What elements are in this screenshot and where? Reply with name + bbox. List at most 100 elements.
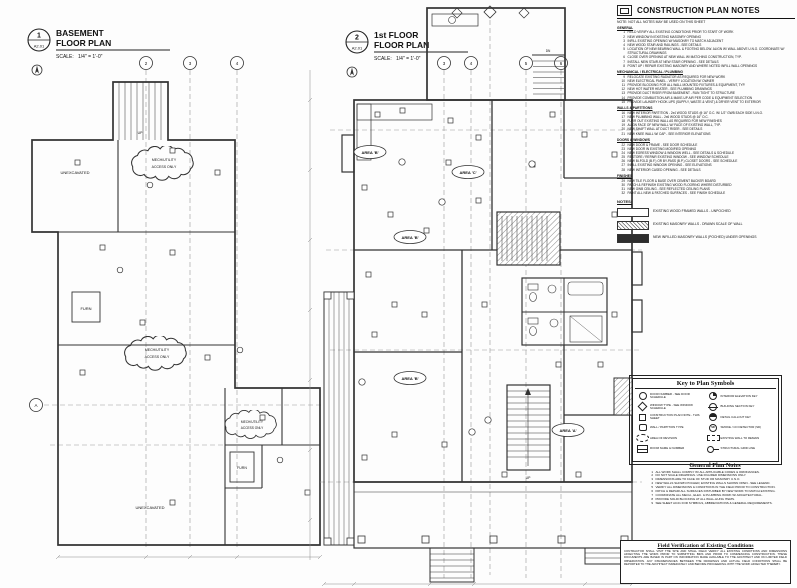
note-number: 28 [621, 167, 626, 172]
key-label: SMOKE / CO DETECTOR (SD) [720, 425, 762, 430]
cloud-label: ACCESS ONLY [241, 426, 264, 430]
basement-grid-bubbles: 2 3 4 A [29, 56, 244, 412]
north-arrow-icon [346, 66, 358, 78]
note-number: 16 [621, 110, 626, 115]
notes-rule [617, 17, 795, 19]
left-bay-window [341, 134, 355, 173]
note-text: FIELD VERIFY ALL EXISTING CONDITIONS PRI… [627, 30, 734, 35]
note-text: PATCH & REFINISH EXISTING WOOD FLOORING … [627, 182, 732, 187]
legend-swatch-masonry [617, 221, 649, 231]
note-number: 9 [651, 500, 653, 505]
basement-title-line2: FLOOR PLAN [56, 38, 111, 48]
cloud-label: MECH/UTILITY [241, 420, 264, 424]
area-tag-label: AREA 'B' [401, 376, 418, 381]
front-porch [353, 481, 633, 549]
note-number: 29 [621, 178, 626, 183]
note-text: ALL WORK SHALL COMPLY W/ ALL APPLICABLE … [655, 469, 760, 474]
basement-dimension-line [55, 554, 323, 560]
note-text: SEE SHEET A0.01 FOR SYMBOLS, ABBREVIATIO… [655, 500, 773, 505]
wall-legend: NOTES: EXISTING WOOD FRAMED WALLS - UNPO… [617, 199, 795, 244]
field-verification-box: Field Verification of Existing Condition… [620, 540, 791, 584]
note-text: NEW PLUMBING WALL - 2x6 WOOD STUDS @ 16"… [627, 114, 709, 119]
note-number: 25 [621, 155, 626, 160]
key-column-left: DOOR NUMBER - SEE DOOR SCHEDULE WINDOW T… [635, 391, 706, 454]
note-number: 6 [623, 55, 625, 60]
room-label-unexcavated: UNEXCAVATED [135, 505, 164, 510]
note-text: PROVIDE SOLID BLOCKING AT ALL WALL-HUNG … [655, 496, 735, 501]
rear-wing: DN [426, 7, 566, 101]
notes-header: CONSTRUCTION PLAN NOTES [617, 5, 795, 16]
note-number: 2 [651, 473, 653, 478]
front-steps [429, 547, 625, 583]
legend-title: NOTES: [617, 199, 633, 205]
note-text: INFILL EXISTING OPENING W/ MASONRY TO MA… [627, 38, 724, 43]
basement-scale-label: SCALE: [56, 54, 74, 60]
grid-bubble-label: 6 [560, 61, 563, 66]
first-keynote-tags [358, 107, 618, 478]
stair-dn-label: DN [546, 49, 551, 53]
note-text: DO NOT SCALE DRAWINGS. USE FIGURED DIMEN… [655, 473, 747, 478]
note-number: 1 [651, 469, 653, 474]
note-number: 7 [651, 492, 653, 497]
note-number: 9 [623, 74, 625, 79]
first-title-line2: FLOOR PLAN [374, 40, 429, 50]
cloud-label: ACCESS ONLY [152, 165, 177, 169]
note-text: ALIGN FACE OF NEW WALL W/ FACE OF EXISTI… [627, 123, 721, 128]
furnace-label: FURN [80, 306, 91, 311]
note-number: 12 [621, 87, 626, 92]
note-number: 3 [651, 477, 653, 482]
note-number: 13 [621, 91, 626, 96]
note-number: 1 [623, 30, 625, 35]
legend-swatch-new-infill [617, 234, 649, 244]
basement-title-block: 1 A2.01 BASEMENT FLOOR PLAN SCALE: 1/4" … [27, 28, 170, 76]
lower-stair: UP [506, 384, 551, 480]
notes-section-heading: WALLS & PARTITIONS [617, 106, 653, 111]
legend-row: NEW INFILLED MASONRY WALLS (POCHED) UNDE… [617, 234, 795, 244]
note-text: INFILL EXISTING WINDOW OPENING - SEE ELE… [627, 163, 712, 168]
note-text: NEW WOOD STAIR AND RAILINGS - SEE DETAIL… [627, 42, 702, 47]
note-number: 6 [651, 488, 653, 493]
grid-bubble-label: 4 [236, 61, 239, 66]
basement-interior-walls [58, 140, 320, 545]
revision-cloud-icon [635, 434, 650, 443]
note-number: 23 [621, 146, 626, 151]
cloud-label: MECH/UTILITY [152, 158, 177, 162]
fireplace [613, 377, 633, 416]
dimension-string-left [307, 70, 313, 560]
grid-bubble-label: 5 [525, 61, 528, 66]
note-text: NEW SHAFT WALL AT DUCT RISER - SEE DETAI… [627, 127, 703, 132]
legend-row: EXISTING MASONRY WALLS - DRAWN SCALE OF … [617, 221, 795, 231]
door-number-icon [635, 392, 650, 401]
legend-row: EXISTING WOOD FRAMED WALLS - UNPOCHED [617, 208, 795, 218]
note-number: 32 [621, 191, 626, 196]
grid-bubble-label: 2 [145, 61, 148, 66]
note-text: PROVIDE COMBUSTION AIR & MAKE-UP AIR PER… [627, 95, 753, 100]
cloud-label: MECH/UTILITY [145, 348, 170, 352]
key-label: WALL / PARTITION TYPE [650, 425, 684, 430]
note-text: NEW WINDOW IN EXISTING MASONRY OPENING [627, 34, 702, 39]
note-number: 27 [621, 163, 626, 168]
first-scale-label: SCALE: [374, 56, 392, 62]
note-text: PAINT ALL NEW & PATCHED SURFACES - SEE F… [627, 191, 726, 196]
